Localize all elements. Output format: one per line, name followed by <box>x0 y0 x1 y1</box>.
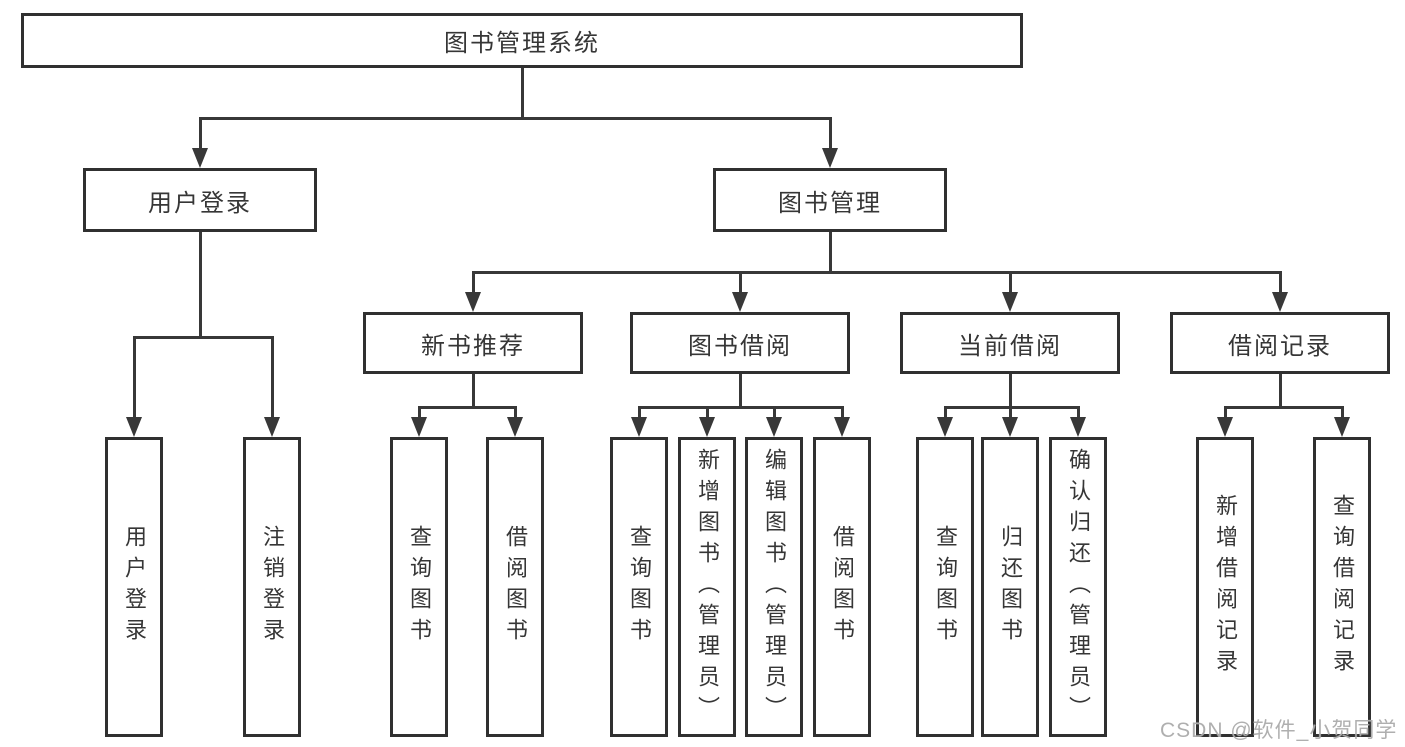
arrow-down-icon <box>822 148 838 168</box>
node-label: 注销登录 <box>260 525 285 649</box>
leaf-query-book-recommend: 查询图书 <box>390 437 448 737</box>
arrow-down-icon <box>732 292 748 312</box>
connector-root-stem <box>521 68 524 120</box>
connector-shaft <box>1009 271 1012 294</box>
arrow-down-icon <box>1002 292 1018 312</box>
connector-book-management-bar <box>472 271 1282 274</box>
node-book-management: 图书管理 <box>713 168 947 232</box>
arrow-down-icon <box>411 417 427 437</box>
connector-shaft <box>472 271 475 294</box>
node-label: 确认归还（管理员） <box>1066 447 1091 727</box>
leaf-confirm-return-admin: 确认归还（管理员） <box>1049 437 1107 737</box>
arrow-down-icon <box>1070 417 1086 437</box>
leaf-edit-book-admin: 编辑图书（管理员） <box>745 437 803 737</box>
arrow-down-icon <box>766 417 782 437</box>
connector-recommend-stem <box>472 374 475 409</box>
csdn-watermark: CSDN @软件_小贺同学 <box>1160 719 1398 742</box>
connector-current-bar <box>944 406 1080 409</box>
leaf-query-book-borrow: 查询图书 <box>610 437 668 737</box>
node-label: 图书借阅 <box>688 332 792 360</box>
connector-borrow-stem <box>739 374 742 409</box>
leaf-query-book-current: 查询图书 <box>916 437 974 737</box>
connector-recommend-bar <box>418 406 517 409</box>
connector-root-bar <box>199 117 831 120</box>
connector-user-login-stem <box>199 232 202 339</box>
arrow-down-icon <box>1217 417 1233 437</box>
node-label: 借阅记录 <box>1228 332 1332 360</box>
connector-borrow-bar <box>638 406 844 409</box>
node-label: 新书推荐 <box>421 332 525 360</box>
connector-record-bar <box>1224 406 1344 409</box>
connector-shaft <box>1224 406 1227 419</box>
arrow-down-icon <box>1334 417 1350 437</box>
connector-shaft <box>199 117 202 150</box>
node-borrow-record: 借阅记录 <box>1170 312 1390 374</box>
arrow-down-icon <box>699 417 715 437</box>
connector-shaft <box>739 271 742 294</box>
node-label: 当前借阅 <box>958 332 1062 360</box>
node-label: 新增图书（管理员） <box>695 447 720 727</box>
node-label: 图书管理系统 <box>444 30 600 57</box>
connector-user-login-bar <box>133 336 274 339</box>
connector-shaft <box>514 406 517 419</box>
connector-shaft <box>773 406 776 419</box>
arrow-down-icon <box>1002 417 1018 437</box>
arrow-down-icon <box>937 417 953 437</box>
arrow-down-icon <box>834 417 850 437</box>
node-book-borrow: 图书借阅 <box>630 312 850 374</box>
node-label: 图书管理 <box>778 189 882 217</box>
connector-shaft <box>418 406 421 419</box>
leaf-add-borrow-record: 新增借阅记录 <box>1196 437 1254 737</box>
node-label: 借阅图书 <box>830 525 855 649</box>
arrow-down-icon <box>192 148 208 168</box>
arrow-down-icon <box>126 417 142 437</box>
node-label: 查询图书 <box>407 525 432 649</box>
connector-current-stem <box>1009 374 1012 409</box>
leaf-add-book-admin: 新增图书（管理员） <box>678 437 736 737</box>
arrow-down-icon <box>264 417 280 437</box>
node-label: 查询图书 <box>627 525 652 649</box>
connector-shaft <box>271 336 274 419</box>
connector-shaft <box>133 336 136 419</box>
leaf-return-book: 归还图书 <box>981 437 1039 737</box>
node-user-login: 用户登录 <box>83 168 317 232</box>
node-label: 新增借阅记录 <box>1213 494 1238 680</box>
node-label: 归还图书 <box>998 525 1023 649</box>
connector-shaft <box>638 406 641 419</box>
node-root: 图书管理系统 <box>21 13 1023 68</box>
leaf-borrow-book: 借阅图书 <box>813 437 871 737</box>
node-label: 编辑图书（管理员） <box>762 447 787 727</box>
connector-shaft <box>1341 406 1344 419</box>
node-label: 用户登录 <box>148 189 252 217</box>
node-label: 用户登录 <box>122 525 147 649</box>
leaf-query-borrow-record: 查询借阅记录 <box>1313 437 1371 737</box>
leaf-borrow-book-recommend: 借阅图书 <box>486 437 544 737</box>
connector-shaft <box>841 406 844 419</box>
connector-shaft <box>1279 271 1282 294</box>
arrow-down-icon <box>1272 292 1288 312</box>
leaf-logout: 注销登录 <box>243 437 301 737</box>
connector-shaft <box>944 406 947 419</box>
node-label: 借阅图书 <box>503 525 528 649</box>
connector-book-management-stem <box>829 232 832 274</box>
connector-shaft <box>706 406 709 419</box>
connector-shaft <box>1077 406 1080 419</box>
connector-shaft <box>1009 406 1012 419</box>
node-label: 查询借阅记录 <box>1330 494 1355 680</box>
arrow-down-icon <box>631 417 647 437</box>
node-current-borrow: 当前借阅 <box>900 312 1120 374</box>
leaf-user-login: 用户登录 <box>105 437 163 737</box>
node-label: 查询图书 <box>933 525 958 649</box>
arrow-down-icon <box>507 417 523 437</box>
connector-shaft <box>829 117 832 150</box>
connector-record-stem <box>1279 374 1282 409</box>
arrow-down-icon <box>465 292 481 312</box>
node-new-book-recommend: 新书推荐 <box>363 312 583 374</box>
